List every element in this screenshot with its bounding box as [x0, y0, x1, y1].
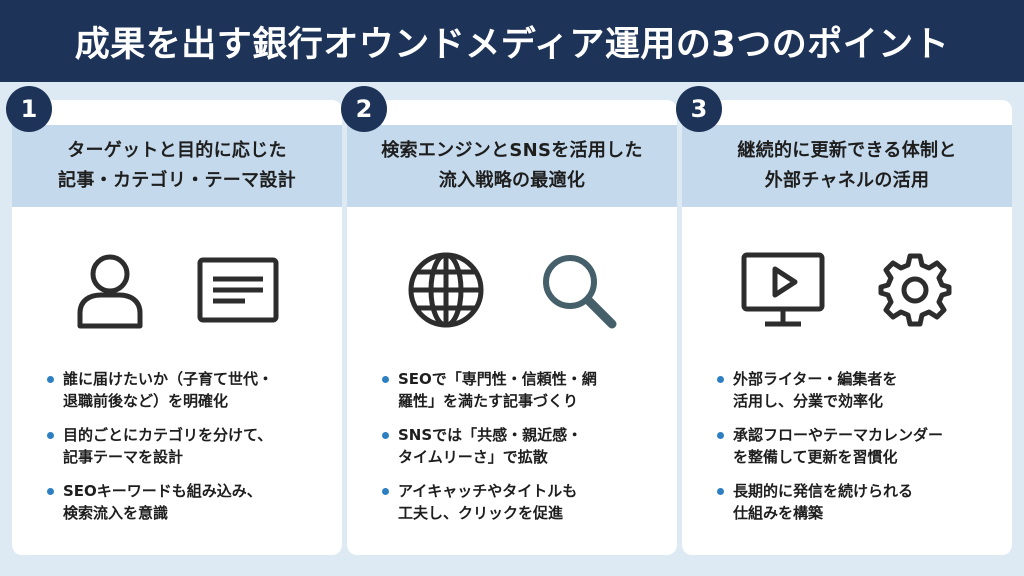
- point-heading-line: 外部チャネルの活用: [764, 170, 930, 191]
- bullet-item: 承認フローやテーマカレンダー を整備して更新を習慣化: [717, 424, 1007, 468]
- video-monitor-icon: [741, 252, 825, 327]
- bullet-item: 目的ごとにカテゴリを分けて、 記事テーマを設計: [47, 424, 337, 468]
- bullet-item: 長期的に発信を続けられる 仕組みを構築: [717, 480, 1007, 524]
- point-icons: [682, 245, 1012, 335]
- bullet-item: 外部ライター・編集者を 活用し、分業で効率化: [717, 368, 1007, 412]
- point-icons: [12, 245, 342, 335]
- point-number-badge: 2: [341, 86, 387, 132]
- point-heading-line: 継続的に更新できる体制と: [737, 140, 957, 161]
- bullet-item: アイキャッチやタイトルも 工夫し、クリックを促進: [382, 480, 672, 524]
- point-heading: 継続的に更新できる体制と 外部チャネルの活用: [682, 125, 1012, 207]
- point-heading-line: 検索エンジンとSNSを活用した: [381, 140, 643, 161]
- point-heading-line: 記事・カテゴリ・テーマ設計: [58, 170, 296, 191]
- point-number-badge: 3: [676, 86, 722, 132]
- document-icon: [197, 257, 279, 323]
- point-bullet-list: 外部ライター・編集者を 活用し、分業で効率化 承認フローやテーマカレンダー を整…: [717, 368, 1007, 536]
- gear-icon: [878, 253, 952, 327]
- point-icons: [347, 245, 677, 335]
- point-heading-line: 流入戦略の最適化: [438, 170, 586, 191]
- point-heading-line: ターゲットと目的に応じた: [67, 140, 287, 161]
- header-banner: 成果を出す銀行オウンドメディア運用の3つのポイント: [0, 0, 1024, 82]
- point-heading: ターゲットと目的に応じた 記事・カテゴリ・テーマ設計: [12, 125, 342, 207]
- point-bullet-list: SEOで「専門性・信頼性・網 羅性」を満たす記事づくり SNSでは「共感・親近感…: [382, 368, 672, 536]
- globe-icon: [408, 252, 484, 328]
- point-card-3: 3 継続的に更新できる体制と 外部チャネルの活用 外部ライター・編集者を 活用し…: [676, 86, 1012, 555]
- search-icon: [543, 255, 617, 329]
- bullet-item: SEOで「専門性・信頼性・網 羅性」を満たす記事づくり: [382, 368, 672, 412]
- point-card-1: 1 ターゲットと目的に応じた 記事・カテゴリ・テーマ設計 誰に届けたいか（子育て…: [6, 86, 342, 555]
- point-bullet-list: 誰に届けたいか（子育て世代・ 退職前後など）を明確化 目的ごとにカテゴリを分けて…: [47, 368, 337, 536]
- point-card-2: 2 検索エンジンとSNSを活用した 流入戦略の最適化 SEOで「専門性・信頼性・…: [341, 86, 677, 555]
- point-number-badge: 1: [6, 86, 52, 132]
- bullet-item: SNSでは「共感・親近感・ タイムリーさ」で拡散: [382, 424, 672, 468]
- bullet-item: 誰に届けたいか（子育て世代・ 退職前後など）を明確化: [47, 368, 337, 412]
- person-icon: [77, 254, 143, 329]
- bullet-item: SEOキーワードも組み込み、 検索流入を意識: [47, 480, 337, 524]
- page-title: 成果を出す銀行オウンドメディア運用の3つのポイント: [74, 24, 950, 65]
- point-heading: 検索エンジンとSNSを活用した 流入戦略の最適化: [347, 125, 677, 207]
